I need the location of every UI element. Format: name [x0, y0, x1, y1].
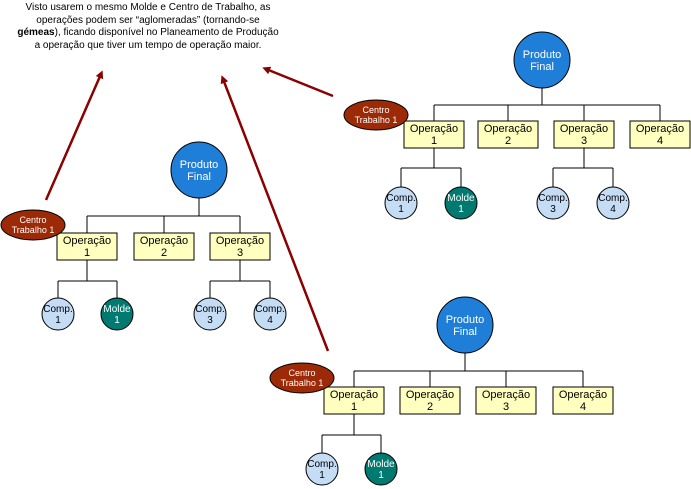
- top-right-group-comp-3-label: Comp.3: [538, 193, 567, 215]
- top-right-group-comp-4-label: Comp.4: [598, 193, 627, 215]
- top-right-group-molde-1: [444, 186, 478, 220]
- arrow-bottom-to-caption: [220, 75, 330, 352]
- bottom-right-group-comp-1: [305, 452, 339, 486]
- top-right-group-comp-4: [596, 186, 630, 220]
- top-right-group-operacao-2: [477, 120, 539, 149]
- arrow-left-to-caption: [44, 70, 104, 201]
- caption-line-1: Visto usarem o mesmo Molde e Centro de T…: [25, 2, 271, 13]
- top-right-group-centro-trabalho-1: [343, 99, 409, 131]
- bottom-right-group-molde-1: [364, 452, 398, 486]
- caption-line-4: a operação que tiver um tempo de operaçã…: [34, 39, 262, 51]
- left-group-comp-1: [41, 297, 75, 331]
- left-group-operacao-2: [133, 232, 195, 261]
- top-right-group-operacao-3: [553, 120, 615, 149]
- top-right-group-comp-1: [384, 186, 418, 220]
- bottom-right-group-operacao-4: [552, 386, 614, 415]
- bottom-right-group-centro-trabalho-1: [269, 362, 335, 394]
- bottom-right-group-comp-1-label: Comp.1: [307, 459, 336, 481]
- left-group-operacao-3: [209, 232, 271, 261]
- left-group-comp-4: [253, 297, 287, 331]
- left-group-comp-1-label: Comp.1: [43, 304, 72, 326]
- bottom-right-group-operacao-1: [323, 386, 385, 415]
- top-right-group-operacao-1: [403, 120, 465, 149]
- caption-line-3-rest: ), ficando disponível no Planeamento de …: [54, 27, 279, 38]
- left-group-operacao-1: [56, 232, 118, 261]
- left-group-comp-3-label: Comp.3: [195, 304, 224, 326]
- bottom-right-group-operacao-2: [399, 386, 461, 415]
- caption-line-3: gémeas), ficando disponível no Planeamen…: [14, 27, 282, 40]
- left-group-comp-4-label: Comp.4: [255, 304, 284, 326]
- top-right-group-comp-3: [536, 186, 570, 220]
- arrow-topright-to-caption: [262, 66, 334, 98]
- caption-text: Visto usarem o mesmo Molde e Centro de T…: [14, 2, 282, 52]
- top-right-group-comp-1-label: Comp.1: [386, 193, 415, 215]
- left-group-comp-3: [193, 297, 227, 331]
- top-right-group-operacao-4: [629, 120, 691, 149]
- caption-bold-word: gémeas: [17, 27, 55, 38]
- bottom-right-group-operacao-3: [475, 386, 537, 415]
- left-group-molde-1: [100, 297, 134, 331]
- caption-line-2: operações podem ser “aglomeradas” (torna…: [36, 14, 260, 26]
- left-group-centro-trabalho-1: [0, 209, 66, 241]
